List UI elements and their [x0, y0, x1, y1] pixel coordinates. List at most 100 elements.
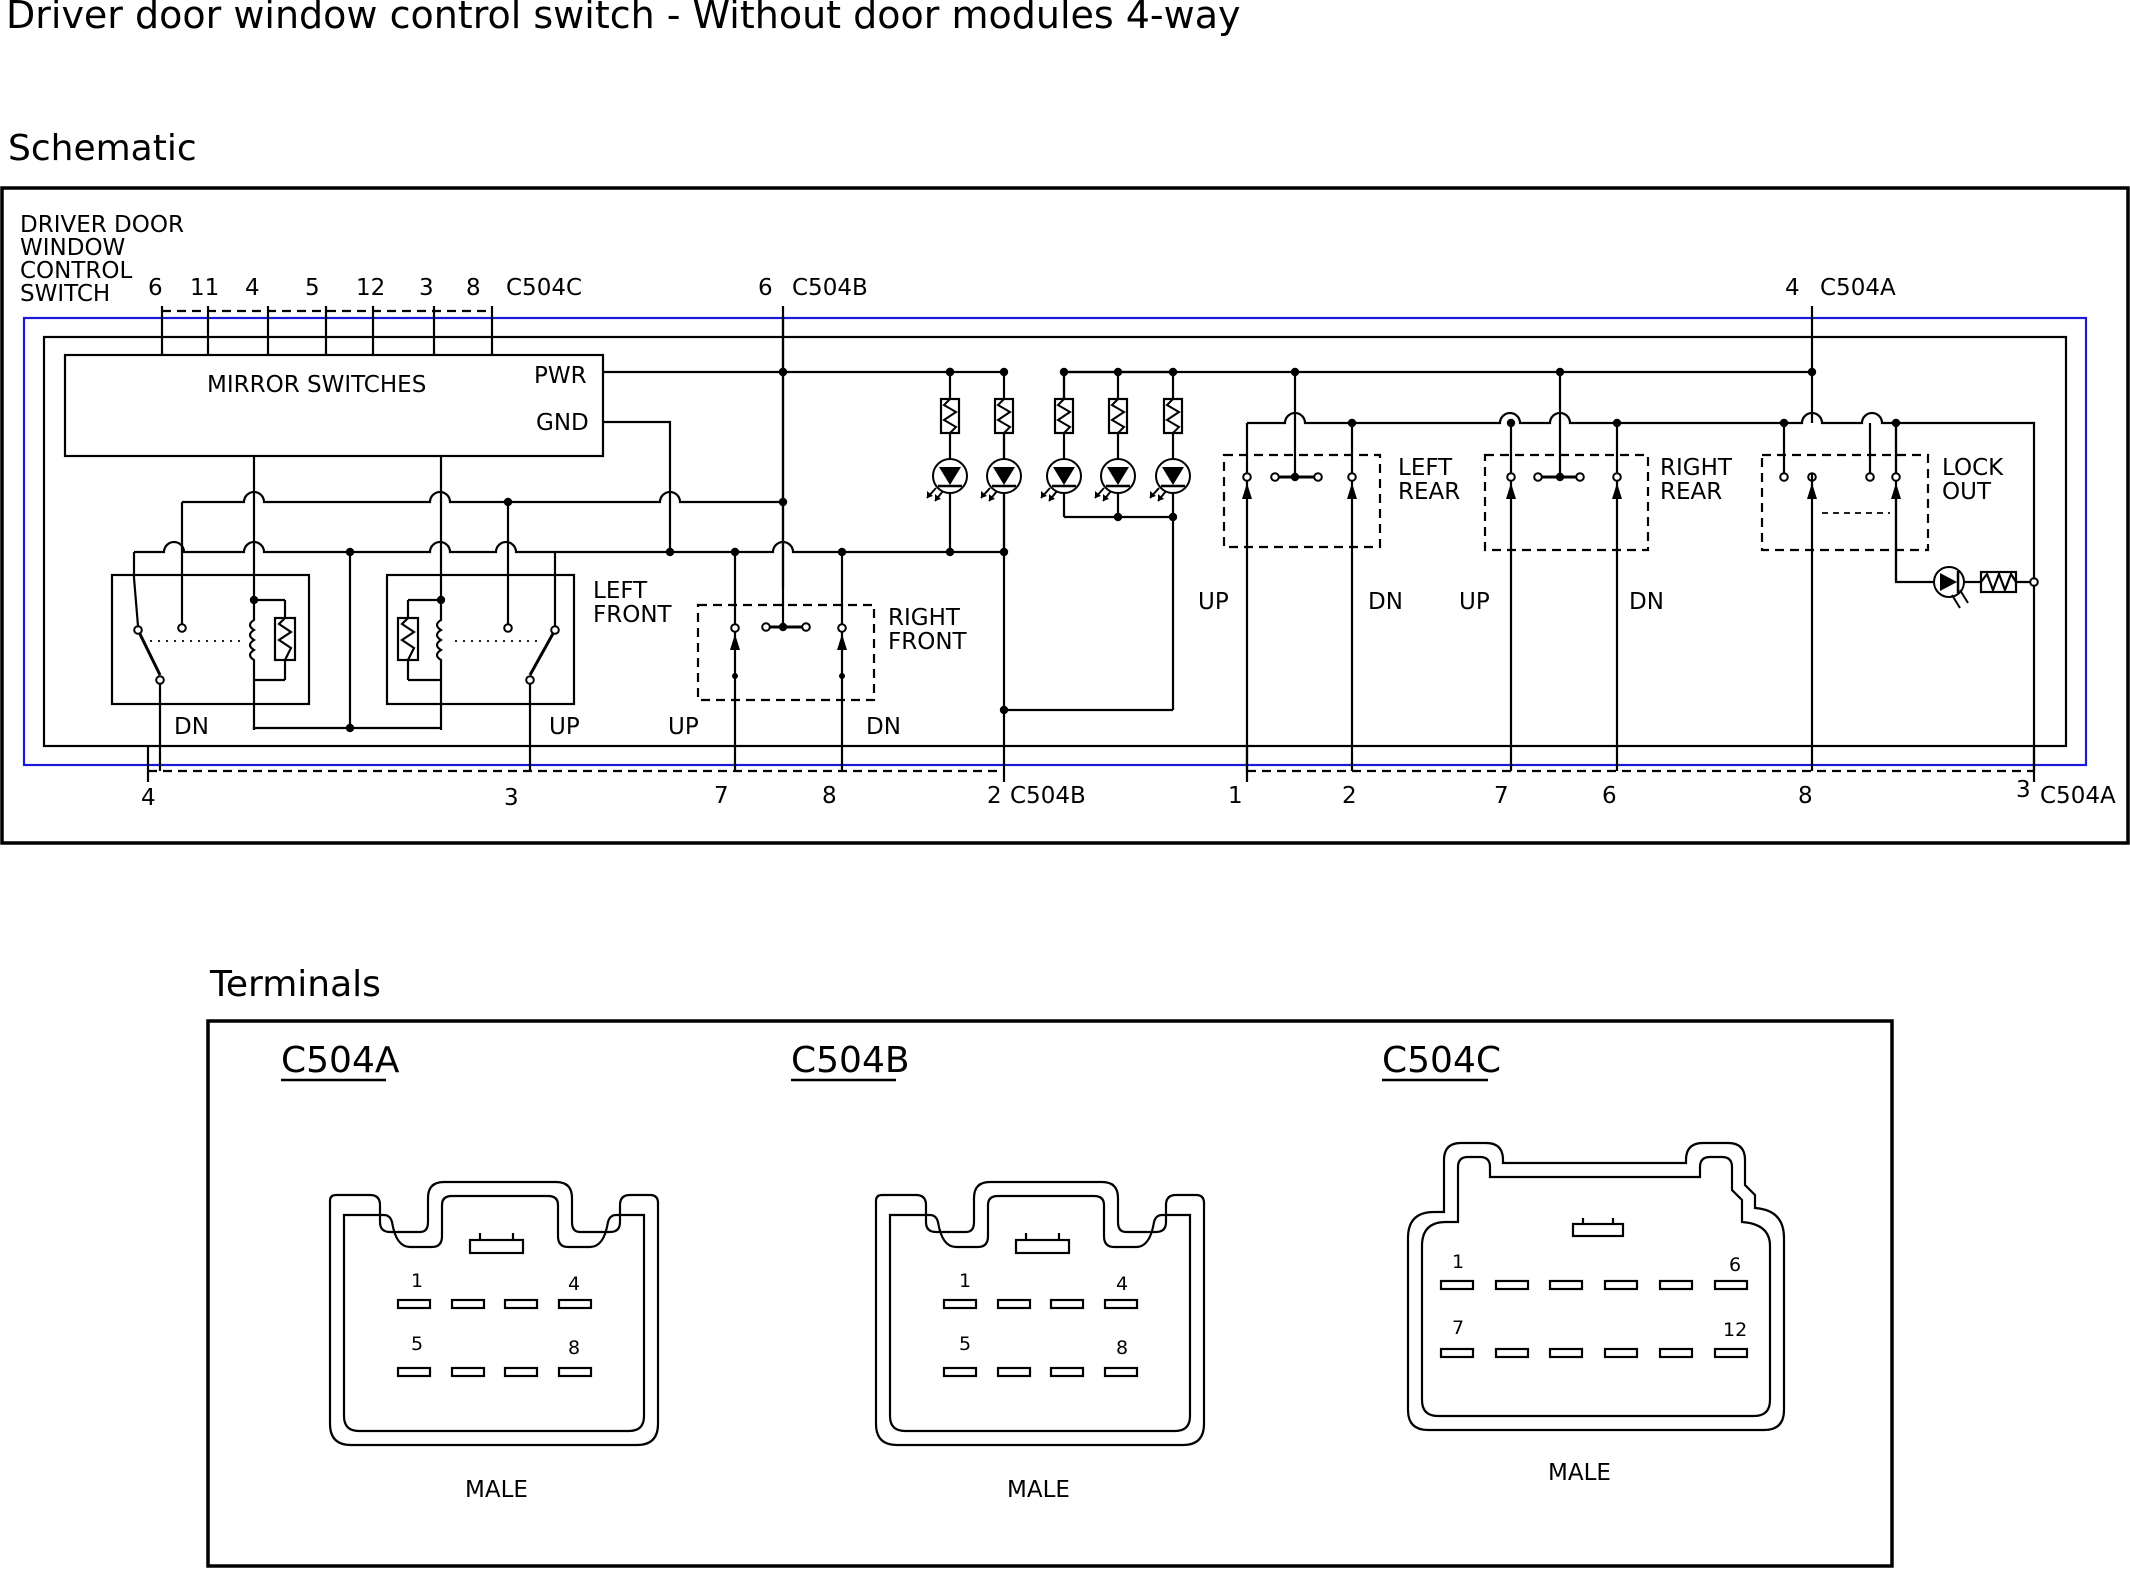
svg-text:DN: DN: [1368, 589, 1403, 615]
svg-text:SWITCH: SWITCH: [20, 281, 110, 307]
svg-text:FRONT: FRONT: [593, 602, 673, 628]
right-front-label: RIGHT FRONT: [888, 605, 968, 655]
svg-text:3: 3: [419, 275, 434, 301]
svg-text:8: 8: [1798, 783, 1813, 809]
direction-labels: DN UP UP DN UP DN UP DN: [174, 589, 1664, 740]
svg-text:2: 2: [1342, 783, 1357, 809]
svg-text:DN: DN: [174, 714, 209, 740]
connector-c504c: C504C 1 6 7 12 MALE: [1382, 1040, 1786, 1486]
svg-text:C504A: C504A: [2040, 783, 2116, 809]
right-rear-switch: [1483, 418, 1650, 771]
top-pins-c504c: 6 11 4 5 12 3 8 C504C: [148, 275, 582, 301]
svg-text:6: 6: [1729, 1254, 1741, 1276]
svg-text:UP: UP: [1198, 589, 1229, 615]
bottom-pin-leads: [146, 710, 2036, 782]
svg-text:C504A: C504A: [1820, 275, 1896, 301]
ground-wire: [603, 420, 672, 552]
svg-text:6: 6: [1602, 783, 1617, 809]
schematic-heading: Schematic: [8, 128, 197, 169]
svg-text:4: 4: [568, 1273, 580, 1295]
pwr-label: PWR: [534, 363, 587, 389]
svg-text:CONTROL: CONTROL: [20, 258, 133, 284]
svg-text:DN: DN: [866, 714, 901, 740]
svg-text:4: 4: [1785, 275, 1800, 301]
left-rear-switch: [1222, 453, 1382, 771]
power-bus: [603, 317, 1006, 588]
connector-c504b: C504B 1 4 5 8 MALE: [791, 1040, 1206, 1503]
svg-text:6: 6: [758, 275, 773, 301]
right-front-switch: [696, 552, 876, 771]
terminals-frame: [206, 1019, 1894, 1568]
svg-text:MALE: MALE: [1007, 1477, 1070, 1503]
svg-text:1: 1: [411, 1270, 423, 1292]
svg-text:DN: DN: [1629, 589, 1664, 615]
svg-text:LEFT: LEFT: [1398, 455, 1453, 481]
mirror-switch-pin-wires: [160, 306, 494, 355]
left-rear-label: LEFT REAR: [1398, 455, 1460, 505]
svg-text:4: 4: [141, 785, 156, 811]
illumination-leds-group-2: [999, 367, 1192, 715]
svg-text:8: 8: [568, 1337, 580, 1359]
svg-text:RIGHT: RIGHT: [888, 605, 961, 631]
lock-out-label: LOCK OUT: [1942, 455, 2004, 505]
svg-text:7: 7: [1452, 1317, 1464, 1339]
svg-text:REAR: REAR: [1398, 479, 1460, 505]
svg-text:LOCK: LOCK: [1942, 455, 2004, 481]
gnd-label: GND: [536, 410, 589, 436]
svg-text:RIGHT: RIGHT: [1660, 455, 1733, 481]
top-pin-c504a: 4 C504A: [1785, 275, 1896, 301]
left-front-return-wire: [252, 552, 441, 733]
svg-text:12: 12: [356, 275, 385, 301]
left-front-switch-b: [132, 573, 576, 771]
c504b-6-wire: [778, 306, 788, 552]
svg-text:6: 6: [148, 275, 163, 301]
svg-text:MALE: MALE: [1548, 1460, 1611, 1486]
svg-text:UP: UP: [549, 714, 580, 740]
page-title: Driver door window control switch - With…: [6, 0, 1241, 37]
svg-text:FRONT: FRONT: [888, 629, 968, 655]
svg-text:2: 2: [987, 783, 1002, 809]
lock-out-switch: [1760, 418, 2039, 771]
svg-text:UP: UP: [1459, 589, 1490, 615]
power-bus-c504a: [1062, 306, 1817, 473]
svg-text:C504B: C504B: [1010, 783, 1086, 809]
top-pin-c504b: 6 C504B: [758, 275, 868, 301]
mirror-switches-label: MIRROR SWITCHES: [207, 372, 426, 398]
svg-text:7: 7: [1494, 783, 1509, 809]
svg-text:UP: UP: [668, 714, 699, 740]
terminals-heading: Terminals: [209, 964, 381, 1005]
svg-text:1: 1: [959, 1270, 971, 1292]
svg-text:C504B: C504B: [792, 275, 868, 301]
svg-text:7: 7: [714, 783, 729, 809]
svg-text:1: 1: [1452, 1251, 1464, 1273]
svg-text:12: 12: [1723, 1319, 1747, 1341]
component-label: DRIVER DOOR WINDOW CONTROL SWITCH: [20, 212, 184, 307]
illumination-leds-group-1: [925, 367, 1023, 710]
svg-text:REAR: REAR: [1660, 479, 1722, 505]
connector-c504a: C504A 1 4 5 8 MALE: [281, 1040, 660, 1503]
mirror-switches-block: [63, 353, 605, 458]
switch-boundary-outline: [22, 316, 2088, 767]
svg-text:8: 8: [466, 275, 481, 301]
svg-text:C504C: C504C: [506, 275, 582, 301]
svg-text:5: 5: [411, 1333, 423, 1355]
svg-text:8: 8: [822, 783, 837, 809]
left-front-switch-a: [110, 573, 311, 771]
mirror-feed-wire: [180, 490, 788, 628]
svg-text:4: 4: [245, 275, 260, 301]
common-bus-wire: [132, 540, 1004, 578]
left-front-label: LEFT FRONT: [593, 578, 673, 628]
bottom-pin-labels: 4 3 7 8 2 C504B 1 2 7 6 8 3 C504A: [141, 777, 2116, 811]
svg-text:8: 8: [1116, 1337, 1128, 1359]
svg-text:1: 1: [1228, 783, 1243, 809]
svg-text:3: 3: [2016, 777, 2031, 803]
svg-text:C504C: C504C: [1382, 1040, 1501, 1081]
svg-text:MALE: MALE: [465, 1477, 528, 1503]
switch-housing-outline: [42, 335, 2068, 748]
right-rear-label: RIGHT REAR: [1660, 455, 1733, 505]
svg-text:WINDOW: WINDOW: [20, 235, 125, 261]
svg-text:11: 11: [190, 275, 219, 301]
svg-text:LEFT: LEFT: [593, 578, 648, 604]
svg-text:3: 3: [504, 785, 519, 811]
